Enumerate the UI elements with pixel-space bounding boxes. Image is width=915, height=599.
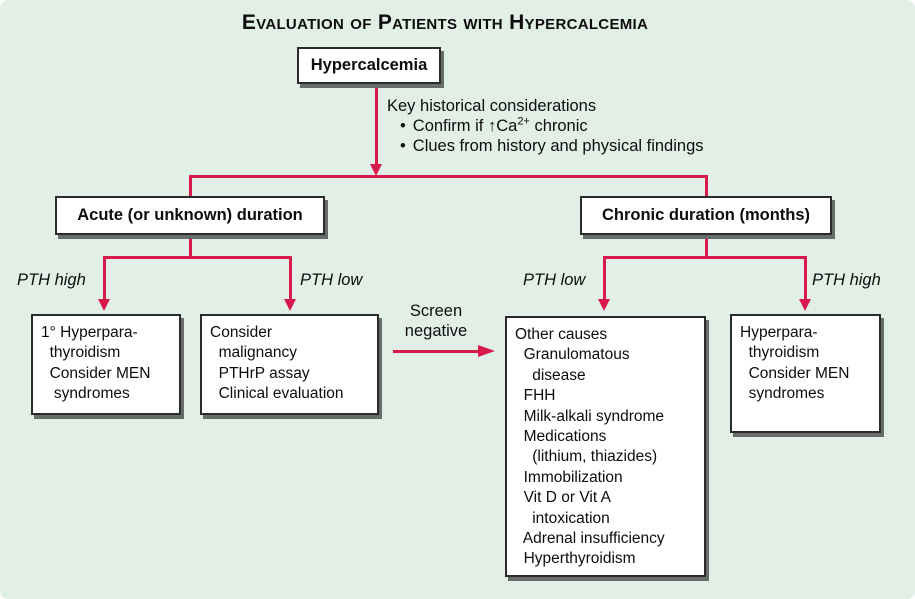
key-considerations-bullet-1: •Confirm if ↑Ca2+ chronic	[400, 115, 588, 135]
key-considerations-bullet-2: •Clues from history and physical finding…	[400, 137, 704, 155]
node-other-causes: Other causes Granulomatous disease FHH M…	[505, 316, 706, 577]
connector-acute-pth-high-drop	[103, 256, 106, 300]
label-pth-high-left: PTH high	[17, 271, 86, 289]
arrowhead-down-chronic-pth-high-icon	[799, 299, 811, 311]
node-chronic-duration-label: Chronic duration (months)	[601, 206, 811, 224]
arrowhead-down-trunk-icon	[370, 164, 382, 176]
node-acute-duration-label: Acute (or unknown) duration	[77, 206, 303, 224]
connector-chronic-pth-high-drop	[804, 256, 807, 300]
arrowhead-down-chronic-pth-low-icon	[598, 299, 610, 311]
diagram-title: Evaluation of Patients with Hypercalcemi…	[241, 11, 649, 34]
label-pth-low-right: PTH low	[523, 271, 586, 289]
node-hyperparathyroidism: Hyperpara- thyroidism Consider MEN syndr…	[730, 314, 881, 433]
label-pth-low-left: PTH low	[300, 271, 363, 289]
node-chronic-duration: Chronic duration (months)	[580, 196, 832, 235]
label-pth-high-right: PTH high	[812, 271, 881, 289]
node-acute-duration: Acute (or unknown) duration	[55, 196, 325, 235]
superscript-2plus: 2+	[517, 115, 530, 128]
key-considerations: Key historical considerations •Confirm i…	[387, 96, 704, 156]
connector-chronic-pth-low-drop	[603, 256, 606, 300]
connector-main-horizontal	[189, 175, 708, 178]
key-considerations-heading: Key historical considerations	[387, 97, 597, 115]
arrowhead-right-screen-negative-icon	[478, 345, 495, 357]
arrowhead-down-acute-pth-low-icon	[284, 299, 296, 311]
connector-screen-negative	[393, 350, 481, 353]
label-screen-negative: Screen negative	[404, 302, 468, 340]
bullet-icon: •	[400, 117, 406, 135]
connector-acute-branch-horizontal	[103, 256, 292, 259]
node-hypercalcemia: Hypercalcemia	[297, 47, 441, 84]
connector-trunk	[375, 84, 378, 165]
connector-acute-pth-low-drop	[289, 256, 292, 300]
bullet-icon: •	[400, 137, 406, 155]
arrowhead-down-acute-pth-high-icon	[98, 299, 110, 311]
node-hypercalcemia-label: Hypercalcemia	[310, 56, 428, 74]
connector-chronic-branch-horizontal	[603, 256, 807, 259]
node-consider-malignancy: Consider malignancy PTHrP assay Clinical…	[200, 314, 379, 415]
node-primary-hyperparathyroidism: 1° Hyperpara- thyroidism Consider MEN sy…	[31, 314, 181, 415]
